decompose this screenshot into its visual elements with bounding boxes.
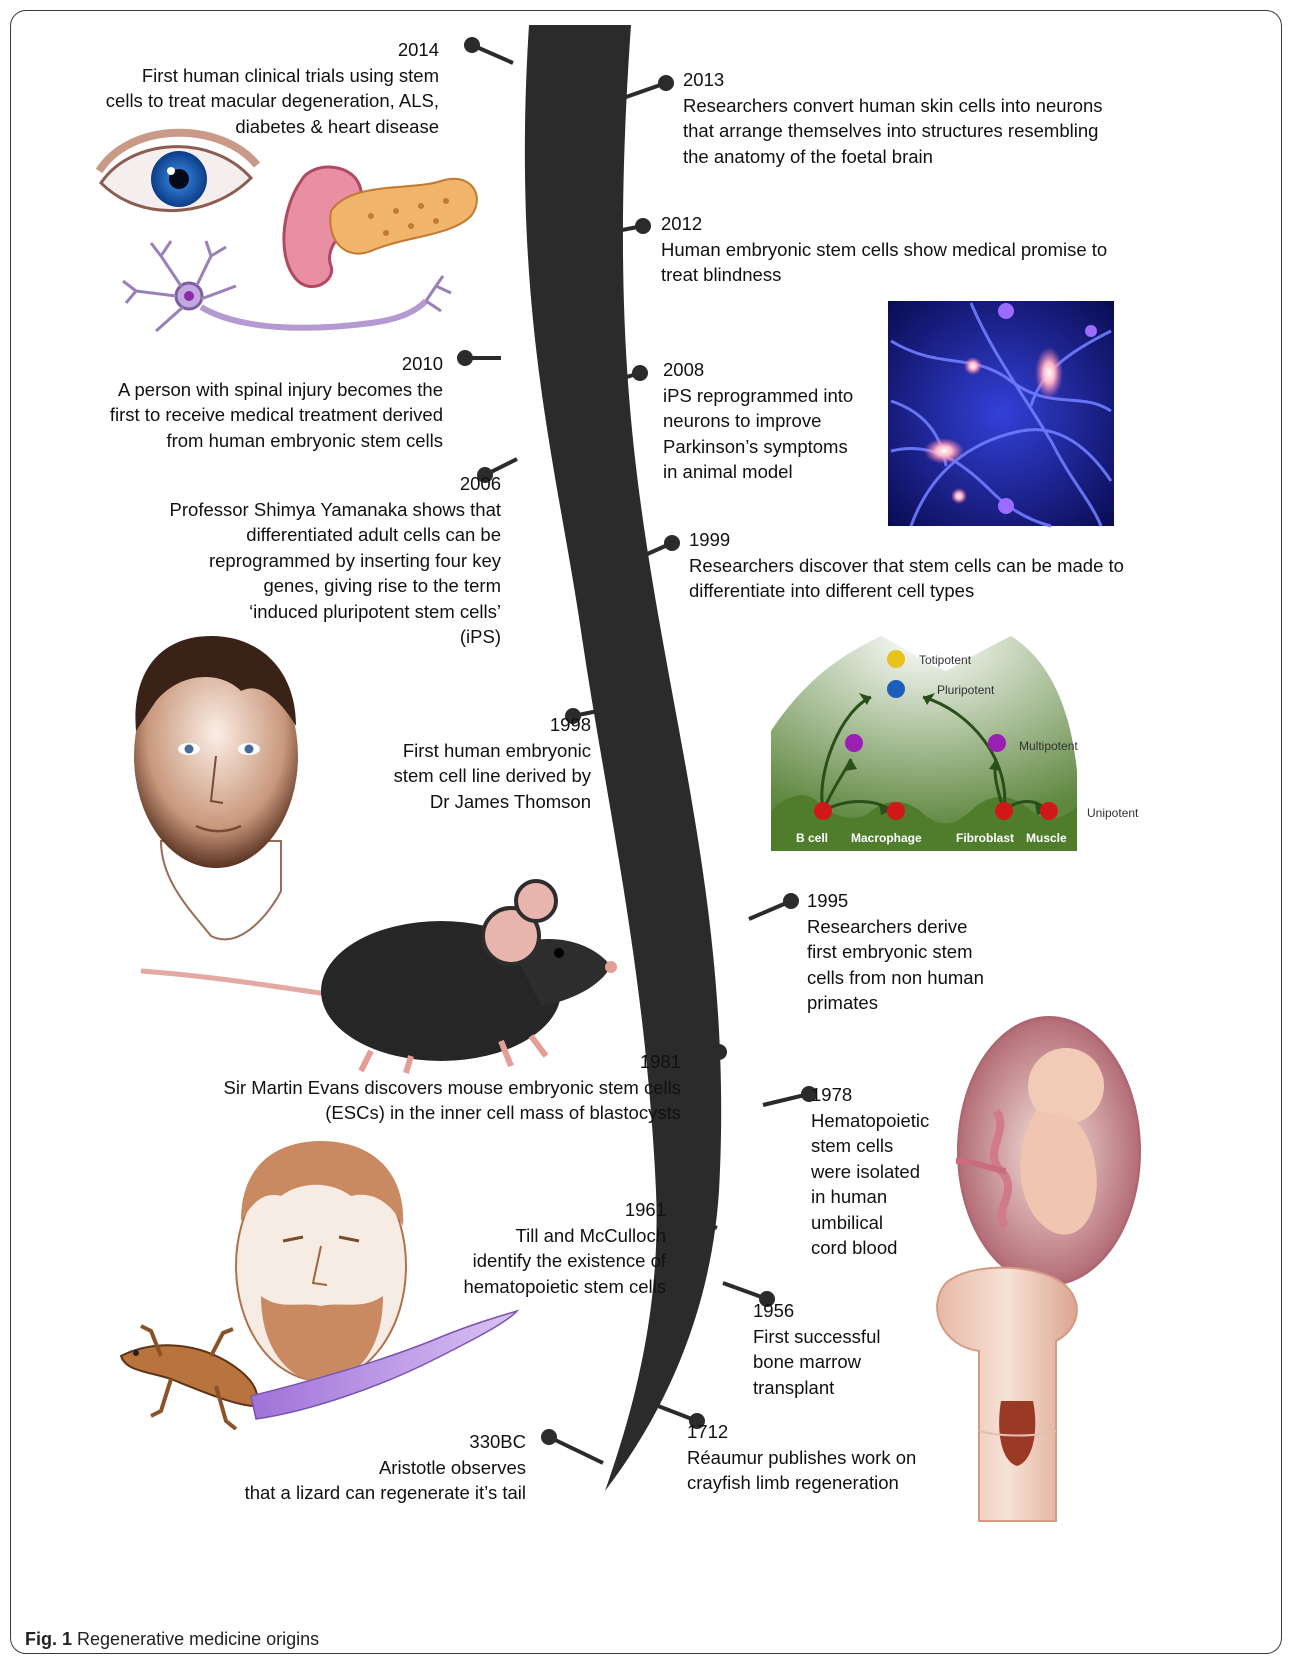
pancreas-icon bbox=[284, 167, 477, 286]
connector-dot-1961 bbox=[666, 1203, 682, 1219]
figure-caption: Fig. 1 Regenerative medicine origins bbox=[25, 1629, 319, 1650]
connector-dot-330bc bbox=[541, 1429, 557, 1445]
connector-dot-2013 bbox=[658, 75, 674, 91]
connector-line-330bc bbox=[549, 1437, 603, 1463]
caption-label: Fig. 1 bbox=[25, 1629, 72, 1649]
event-1956: 1956 First successful bone marrow transp… bbox=[753, 1298, 880, 1400]
connector-dot-2008 bbox=[632, 365, 648, 381]
event-year: 1999 bbox=[689, 527, 1124, 553]
event-text: First human embryonic stem cell line der… bbox=[394, 738, 591, 815]
event-1981: 1981 Sir Martin Evans discovers mouse em… bbox=[223, 1049, 681, 1126]
event-330bc: 330BC Aristotle observes that a lizard c… bbox=[245, 1429, 526, 1506]
figure-frame: Totipotent Pluripotent Multipotent Unipo… bbox=[10, 10, 1282, 1654]
event-year: 1712 bbox=[687, 1419, 916, 1445]
event-text: Hematopoietic stem cells were isolated i… bbox=[811, 1108, 929, 1261]
event-text: Researchers discover that stem cells can… bbox=[689, 553, 1124, 604]
connector-dot-1995 bbox=[783, 893, 799, 909]
bone-icon bbox=[937, 1268, 1077, 1521]
event-text: First human clinical trials using stem c… bbox=[106, 63, 439, 140]
event-2006: 2006 Professor Shimya Yamanaka shows tha… bbox=[170, 471, 501, 650]
connector-dot-1999 bbox=[664, 535, 680, 551]
event-text: A person with spinal injury becomes the … bbox=[110, 377, 443, 454]
event-2013: 2013 Researchers convert human skin cell… bbox=[683, 67, 1103, 169]
event-year: 2006 bbox=[170, 471, 501, 497]
event-year: 2012 bbox=[661, 211, 1107, 237]
event-year: 1978 bbox=[811, 1082, 929, 1108]
event-year: 1961 bbox=[463, 1197, 666, 1223]
event-text: Aristotle observes that a lizard can reg… bbox=[245, 1455, 526, 1506]
event-text: Till and McCulloch identify the existenc… bbox=[463, 1223, 666, 1300]
event-year: 2010 bbox=[110, 351, 443, 377]
event-text: iPS reprogrammed into neurons to improve… bbox=[663, 383, 853, 485]
cell-label-b-cell: B cell bbox=[796, 831, 828, 845]
potency-label-multipotent: Multipotent bbox=[1019, 739, 1078, 753]
event-text: Human embryonic stem cells show medical … bbox=[661, 237, 1107, 288]
event-year: 330BC bbox=[245, 1429, 526, 1455]
neuron-network-icon bbox=[888, 301, 1114, 526]
event-1712: 1712 Réaumur publishes work on crayfish … bbox=[687, 1419, 916, 1496]
event-year: 1995 bbox=[807, 888, 984, 914]
caption-text: Regenerative medicine origins bbox=[77, 1629, 319, 1649]
eye-icon bbox=[99, 133, 257, 211]
event-year: 1981 bbox=[223, 1049, 681, 1075]
cell-label-muscle: Muscle bbox=[1026, 831, 1067, 845]
event-2012: 2012 Human embryonic stem cells show med… bbox=[661, 211, 1107, 288]
event-text: Professor Shimya Yamanaka shows that dif… bbox=[170, 497, 501, 650]
potency-diagram: Totipotent Pluripotent Multipotent Unipo… bbox=[771, 636, 1139, 851]
event-1999: 1999 Researchers discover that stem cell… bbox=[689, 527, 1124, 604]
event-1995: 1995 Researchers derive first embryonic … bbox=[807, 888, 984, 1016]
event-text: First successful bone marrow transplant bbox=[753, 1324, 880, 1401]
event-year: 1998 bbox=[394, 712, 591, 738]
connector-dot-1981 bbox=[711, 1044, 727, 1060]
connector-dot-2010 bbox=[457, 350, 473, 366]
aristotle-bust-icon bbox=[236, 1141, 406, 1383]
cell-label-fibroblast: Fibroblast bbox=[956, 831, 1014, 845]
potency-label-unipotent: Unipotent bbox=[1087, 806, 1139, 820]
event-1961: 1961 Till and McCulloch identify the exi… bbox=[463, 1197, 666, 1299]
event-2008: 2008 iPS reprogrammed into neurons to im… bbox=[663, 357, 853, 485]
event-1978: 1978 Hematopoietic stem cells were isola… bbox=[811, 1082, 929, 1261]
fetus-icon bbox=[956, 1016, 1141, 1286]
potency-label-pluripotent: Pluripotent bbox=[937, 683, 995, 697]
event-year: 1956 bbox=[753, 1298, 880, 1324]
event-2014: 2014 First human clinical trials using s… bbox=[106, 37, 439, 139]
event-text: Researchers convert human skin cells int… bbox=[683, 93, 1103, 170]
event-year: 2013 bbox=[683, 67, 1103, 93]
connector-dot-2014 bbox=[464, 37, 480, 53]
connector-dot-2012 bbox=[635, 218, 651, 234]
potency-label-totipotent: Totipotent bbox=[919, 653, 972, 667]
event-text: Sir Martin Evans discovers mouse embryon… bbox=[223, 1075, 681, 1126]
event-1998: 1998 First human embryonic stem cell lin… bbox=[394, 712, 591, 814]
event-text: Réaumur publishes work on crayfish limb … bbox=[687, 1445, 916, 1496]
event-year: 2008 bbox=[663, 357, 853, 383]
scientist-portrait-icon bbox=[134, 636, 298, 939]
event-text: Researchers derive first embryonic stem … bbox=[807, 914, 984, 1016]
event-year: 2014 bbox=[106, 37, 439, 63]
event-2010: 2010 A person with spinal injury becomes… bbox=[110, 351, 443, 453]
cell-label-macrophage: Macrophage bbox=[851, 831, 922, 845]
